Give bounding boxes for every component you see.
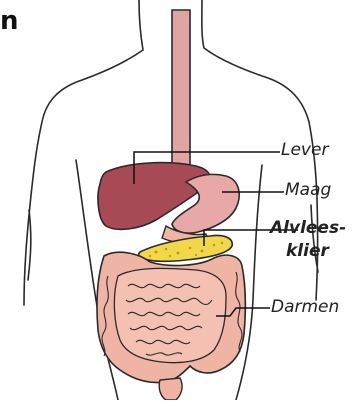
label-maag: Maag: [285, 182, 331, 199]
esophagus: [172, 10, 190, 182]
label-alvleesklier-line2: klier: [286, 243, 329, 260]
label-lever: Lever: [281, 142, 328, 159]
title-fragment: n: [0, 8, 19, 34]
rectum: [159, 378, 182, 400]
label-alvleesklier-line1: Alvlees-: [270, 220, 346, 237]
label-darmen: Darmen: [271, 299, 339, 316]
small-intestine: [114, 268, 226, 362]
